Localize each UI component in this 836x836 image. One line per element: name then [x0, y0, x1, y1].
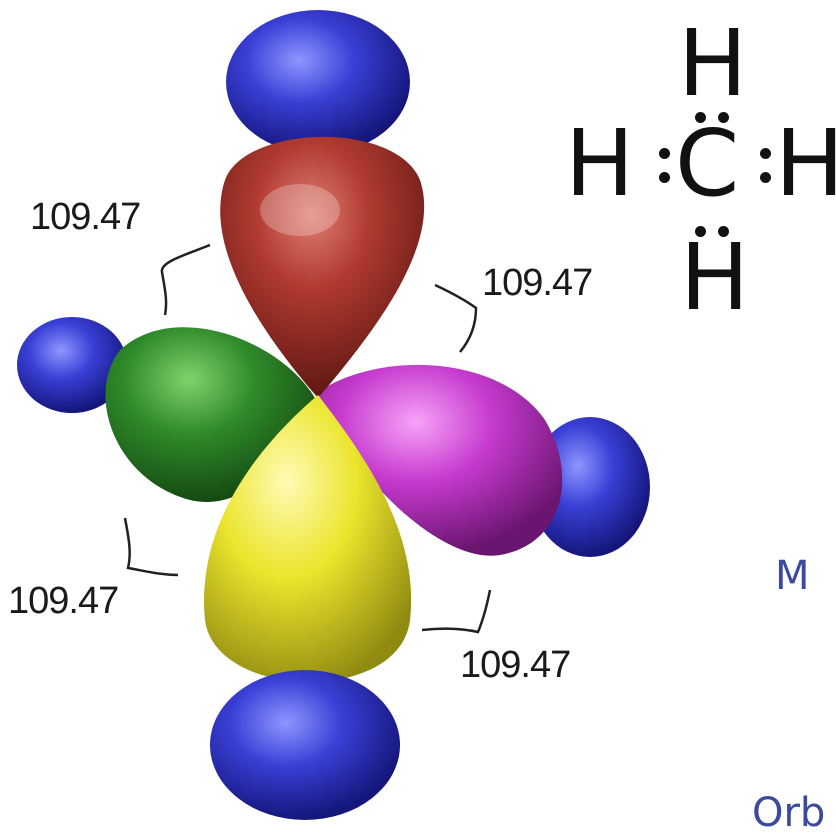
electron-dot [718, 112, 729, 123]
cropped-text-orb: Orb [752, 790, 826, 836]
angle-brackets [123, 243, 492, 634]
hydrogen-lobe-left [17, 317, 127, 413]
angle-label-top-left: 109.47 [30, 196, 141, 238]
angle-bracket-bottom-right [421, 589, 492, 634]
hydrogen-lobe-top [226, 10, 410, 154]
electron-dot [695, 226, 706, 237]
red-highlight [260, 184, 340, 236]
electron-dot [760, 148, 771, 159]
lewis-h-left: H [565, 110, 635, 217]
angle-label-bottom-left: 109.47 [8, 580, 119, 622]
lewis-c-center: C [675, 110, 740, 217]
orbital-lobe-yellow [204, 395, 412, 682]
angle-bracket-top-left [160, 243, 211, 316]
cropped-text-m: M [775, 553, 810, 599]
electron-dot [659, 172, 670, 183]
electron-dot [659, 148, 670, 159]
electron-dot [695, 112, 706, 123]
lewis-h-right: H [775, 110, 836, 217]
hydrogen-lobe-bottom [210, 670, 400, 820]
angle-bracket-top-right [434, 283, 478, 353]
electron-dot [718, 226, 729, 237]
orbital-lobe-red [220, 136, 425, 398]
orbital-lobe-pink [318, 364, 563, 556]
angle-label-top-right: 109.47 [482, 262, 593, 304]
hydrogen-lobe-right [530, 417, 650, 557]
angle-label-bottom-right: 109.47 [460, 644, 571, 686]
electron-dot [760, 172, 771, 183]
angle-bracket-bottom-left [123, 517, 179, 577]
lewis-h-bottom: H [680, 224, 750, 331]
lewis-h-top: H [678, 10, 748, 117]
